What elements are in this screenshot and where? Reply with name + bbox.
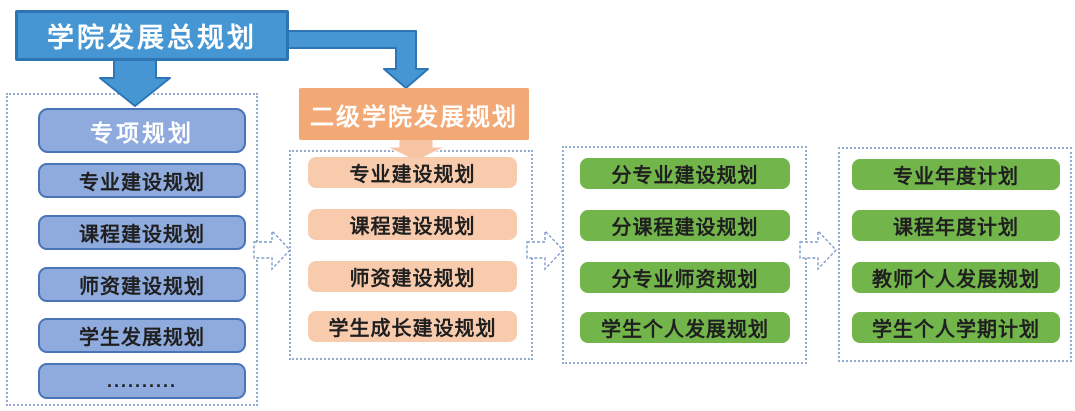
node-departmental-item-3: 分专业师资规划 xyxy=(580,262,790,293)
node-individual-item-2: 课程年度计划 xyxy=(852,210,1060,241)
node-special-plans-header: 专项规划 xyxy=(38,108,246,153)
node-special-item-2: 课程建设规划 xyxy=(38,215,246,250)
flow-arrow-1-icon xyxy=(253,229,291,271)
node-individual-item-1: 专业年度计划 xyxy=(852,159,1060,190)
node-secondary-item-3: 师资建设规划 xyxy=(308,261,517,292)
node-special-item-3: 师资建设规划 xyxy=(38,267,246,302)
node-secondary-item-1: 专业建设规划 xyxy=(308,157,517,188)
node-individual-item-3: 教师个人发展规划 xyxy=(852,262,1060,293)
node-secondary-item-2: 课程建设规划 xyxy=(308,209,517,240)
node-departmental-item-4: 学生个人发展规划 xyxy=(580,312,790,343)
node-departmental-item-2: 分课程建设规划 xyxy=(580,210,790,241)
node-special-item-4: 学生发展规划 xyxy=(38,318,246,353)
elbow-arrow-icon xyxy=(286,30,429,89)
node-secondary-item-4: 学生成长建设规划 xyxy=(308,311,517,342)
node-individual-item-4: 学生个人学期计划 xyxy=(852,312,1060,343)
node-departmental-item-1: 分专业建设规划 xyxy=(580,158,790,189)
node-college-master-plan: 学院发展总规划 xyxy=(15,10,289,61)
node-special-item-1: 专业建设规划 xyxy=(38,163,246,198)
node-secondary-college-plan: 二级学院发展规划 xyxy=(299,88,529,140)
node-special-item-ellipsis: .......... xyxy=(38,363,246,399)
